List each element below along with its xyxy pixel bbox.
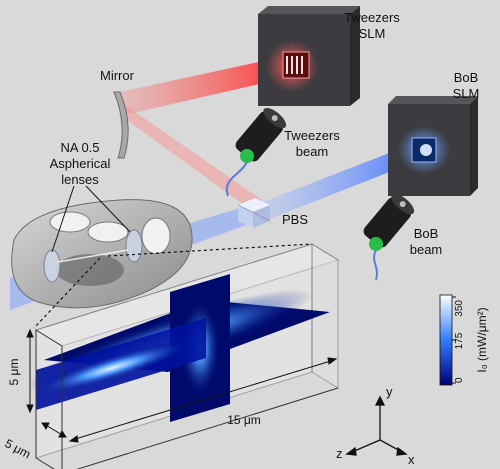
bob-slm [388, 96, 478, 196]
field-volume [27, 243, 340, 469]
colorbar-tick-mid: 175 [454, 332, 465, 349]
tweezers-beam-label-line2: beam [296, 144, 329, 159]
tweezers-laser [225, 107, 287, 197]
depth-dimension-label: 5 μm [3, 436, 33, 461]
dimension-arrows [26, 328, 338, 443]
bob-slm-label-line2: SLM [453, 86, 480, 101]
bob-beam-slm-to-pbs [255, 142, 420, 222]
lens-label-line2: Aspherical [50, 156, 111, 171]
axis-z-label: z [336, 446, 343, 461]
colorbar-tick-min: 0 [454, 377, 465, 383]
leader-lines [51, 185, 131, 253]
bob-laser [363, 193, 415, 281]
colorbar-tick-max: 350 [454, 300, 465, 317]
tweezers-beam-slm-to-mirror [120, 60, 268, 116]
tweezers-slm-label: Tweezers [344, 10, 400, 25]
bob-slm-label: BoB [454, 70, 479, 85]
axis-y-label: y [386, 384, 393, 399]
axis-x-label: x [408, 452, 415, 467]
lens-label-line1: NA 0.5 [60, 140, 99, 155]
tweezers-beam-mirror-to-pbs [118, 100, 262, 215]
pbs-cube [237, 198, 271, 228]
lens-label-line3: lenses [61, 172, 99, 187]
length-dimension-label: 15 μm [227, 413, 261, 427]
height-dimension-label: 5 μm [7, 359, 21, 386]
tweezers-beam-label: Tweezers [284, 128, 340, 143]
pbs-label: PBS [282, 212, 308, 227]
tweezers-slm [258, 6, 360, 106]
mirror [113, 91, 129, 159]
bob-beam-label-line2: beam [410, 242, 443, 257]
colorbar-label: I₀ (mW/μm²) [475, 307, 489, 372]
coordinate-axes [345, 395, 408, 456]
colorbar [439, 294, 456, 386]
tweezers-slm-label-line2: SLM [359, 26, 386, 41]
zoom-lines [33, 243, 313, 329]
mirror-label: Mirror [100, 68, 135, 83]
bob-beam-label: BoB [414, 226, 439, 241]
